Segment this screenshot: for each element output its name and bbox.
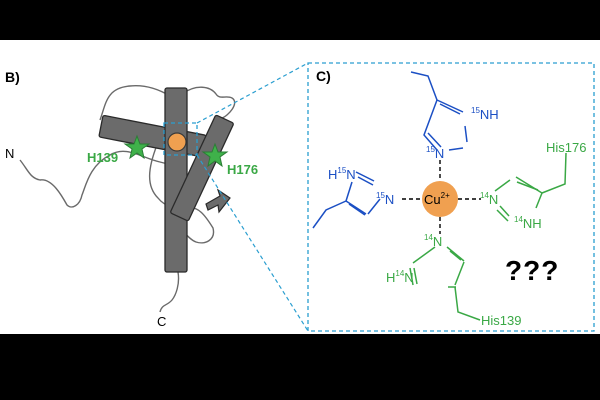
copper-element: Cu — [424, 192, 441, 207]
copper-ion — [422, 181, 458, 217]
bottom-h-symbol: H — [386, 270, 395, 285]
top-nh-isotope: 15 — [471, 106, 480, 115]
bottom-imidazole — [409, 246, 481, 321]
helix-vertical — [164, 87, 188, 273]
right-n-isotope: 14 — [480, 191, 489, 200]
left-ring-nh: H15N — [328, 166, 356, 182]
his139-label: H139 — [87, 150, 118, 165]
helix-diagonal — [170, 114, 234, 222]
his176-label: H176 — [227, 162, 258, 177]
left-imidazole — [312, 171, 381, 229]
top-ring-nh: 15NH — [471, 106, 499, 122]
right-nh-symbol: NH — [523, 216, 542, 231]
left-h-isotope: 15 — [337, 166, 346, 175]
left-n2-isotope: 15 — [376, 191, 385, 200]
panel-c-frame — [307, 62, 595, 332]
right-nh-isotope: 14 — [514, 215, 523, 224]
beta-strand-arrow — [205, 188, 231, 214]
left-n1-symbol: N — [346, 167, 355, 182]
right-ring-n: 14N — [480, 191, 498, 207]
his176-star — [201, 142, 229, 168]
right-imidazole — [494, 152, 567, 222]
bottom-n-bottom-symbol: N — [404, 270, 413, 285]
top-nh-symbol: NH — [480, 107, 499, 122]
protein-backbone-loop — [19, 85, 236, 313]
c-terminus-label: C — [157, 314, 166, 329]
zoom-box — [163, 122, 198, 156]
top-n-isotope: 15 — [426, 145, 435, 154]
panel-b-label: B) — [5, 69, 20, 85]
copper-charge: 2+ — [441, 191, 450, 200]
zoom-connector-bottom — [196, 154, 309, 332]
top-n-symbol: N — [435, 146, 444, 161]
right-ring-nh: 14NH — [514, 215, 542, 231]
panel-c: C) Cu2+ — [307, 62, 595, 332]
zoom-connector-top — [196, 62, 309, 124]
coordination-bonds — [402, 160, 481, 234]
bottom-h-isotope: 14 — [395, 269, 404, 278]
panel-c-label: C) — [316, 68, 331, 84]
top-imidazole — [410, 71, 468, 151]
left-n2-symbol: N — [385, 192, 394, 207]
panel-b: B) H139 H176 N C — [5, 62, 309, 332]
copper-symbol: Cu2+ — [424, 191, 450, 207]
n-terminus-label: N — [5, 146, 14, 161]
left-h-symbol: H — [328, 167, 337, 182]
top-ring-n: 15N — [426, 145, 444, 161]
bottom-ring-n-top: 14N — [424, 233, 442, 249]
copper-site-marker — [167, 132, 187, 152]
figure-canvas: B) H139 H176 N C — [0, 40, 600, 334]
his139-star — [123, 134, 151, 160]
bottom-n-top-symbol: N — [433, 234, 442, 249]
bottom-n-top-isotope: 14 — [424, 233, 433, 242]
unknown-ligand-marks: ??? — [505, 255, 559, 286]
left-ring-n: 15N — [376, 191, 394, 207]
his139-residue-label: His139 — [481, 313, 521, 328]
his176-residue-label: His176 — [546, 140, 586, 155]
figure-svg: B) H139 H176 N C — [5, 62, 595, 332]
right-n-symbol: N — [489, 192, 498, 207]
bottom-ring-nh: H14N — [386, 269, 414, 285]
